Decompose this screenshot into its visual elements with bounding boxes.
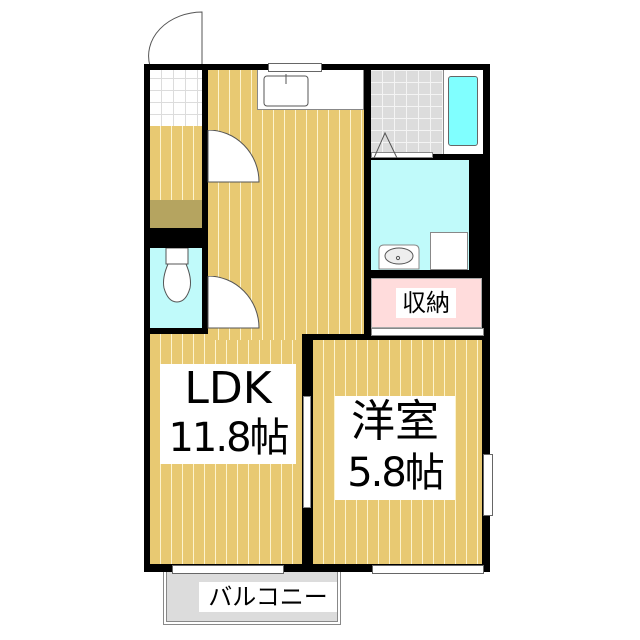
door-toilet-icon (207, 276, 260, 329)
ldk-name: LDK (184, 363, 272, 414)
ldk-floor (208, 70, 364, 334)
entrance-door-icon (148, 11, 203, 67)
door-ldk-icon (207, 130, 260, 183)
storage-label: 収納 (396, 288, 456, 318)
kitchen-sink-icon (263, 74, 309, 107)
ldk-size: 11.8帖 (168, 415, 289, 461)
ldk-label: LDK 11.8帖 (160, 364, 296, 464)
washbasin-icon (378, 244, 420, 270)
storage-door (371, 328, 484, 336)
kitchen-window (268, 63, 322, 72)
toilet-icon (163, 248, 191, 303)
ldk-floor-mid (208, 330, 302, 340)
western-room-size: 5.8帖 (347, 450, 445, 496)
window-western (483, 454, 493, 516)
bathroom-floor (371, 70, 443, 154)
window-western-south (372, 565, 484, 574)
washing-machine-space (430, 232, 468, 270)
window-ldk-south (172, 565, 284, 574)
bathroom-door (371, 152, 433, 158)
sliding-door-western (303, 396, 311, 508)
balcony-label: バルコニー (199, 582, 337, 612)
hallway-floor (150, 126, 202, 200)
western-room-label: 洋室 5.8帖 (335, 396, 455, 500)
western-room-name: 洋室 (351, 396, 439, 447)
balcony-outline (163, 568, 341, 625)
folding-door-icon (373, 131, 398, 158)
shoe-cabinet (150, 200, 202, 228)
entrance-floor (150, 70, 202, 126)
bathtub (448, 76, 478, 146)
